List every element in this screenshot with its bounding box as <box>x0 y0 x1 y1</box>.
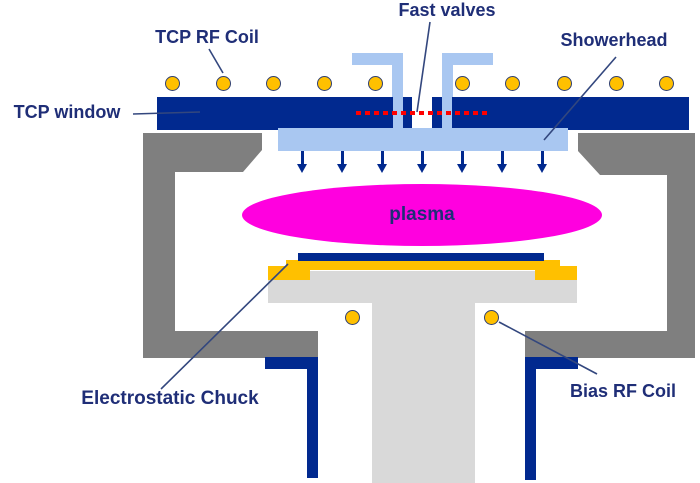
plasma-label: plasma <box>389 204 455 225</box>
tcp-window-right <box>452 97 689 130</box>
showerhead-plate <box>278 128 568 151</box>
bias-rf-coil-label: Bias RF Coil <box>569 381 677 401</box>
wafer-bar <box>298 253 544 261</box>
tcp-window-label: TCP window <box>13 102 121 122</box>
fast-valves-pointer-line <box>416 21 431 113</box>
fast-valve-pipe-right-vertical <box>442 53 453 130</box>
chamber-wall-right <box>525 133 695 358</box>
tcp-coil-turn-icon <box>659 76 674 91</box>
fast-valve-pipe-left-vertical <box>392 53 403 130</box>
fast-valves-label: Fast valves <box>398 0 496 20</box>
tcp-window-left <box>157 97 393 130</box>
gas-flow-arrow-icon <box>497 149 508 173</box>
bias-bracket-right-bar <box>525 357 536 480</box>
pedestal-stem <box>372 303 475 483</box>
gas-flow-arrow-icon <box>297 149 308 173</box>
fast-valve-pipe-left-horizontal <box>352 53 403 65</box>
valve-gas-dotted-line <box>356 111 491 115</box>
tcp-coil-turn-icon <box>557 76 572 91</box>
bias-coil-turn-icon <box>484 310 499 325</box>
tcp-coil-turn-icon <box>505 76 520 91</box>
bias-bracket-left-stub <box>265 357 318 369</box>
electrostatic-chuck-label: Electrostatic Chuck <box>81 388 259 409</box>
gas-flow-arrow-icon <box>457 149 468 173</box>
gas-flow-arrow-icon <box>417 149 428 173</box>
tcp-rf-coil-label: TCP RF Coil <box>155 27 259 47</box>
tcp-coil-turn-icon <box>165 76 180 91</box>
gas-flow-arrow-icon <box>377 149 388 173</box>
tcp-coil-turn-icon <box>317 76 332 91</box>
gas-flow-arrow-icon <box>337 149 348 173</box>
showerhead-pointer-line <box>543 56 617 141</box>
gas-flow-arrow-icon <box>537 149 548 173</box>
plasma-region: plasma <box>242 184 602 246</box>
bias-coil-turn-icon <box>345 310 360 325</box>
tcp-coil-turn-icon <box>455 76 470 91</box>
bias-bracket-left-bar <box>307 357 318 478</box>
fast-valve-pipe-right-horizontal <box>442 53 493 65</box>
showerhead-label: Showerhead <box>560 30 668 50</box>
tcp-coil-turn-icon <box>609 76 624 91</box>
bias-rf-coil-pointer-line <box>498 321 598 375</box>
tcp-rf-coil-pointer-line <box>208 48 224 74</box>
chamber-wall-left <box>143 133 318 358</box>
electrostatic-chuck-pointer-line <box>160 263 289 390</box>
bias-bracket-right-stub <box>525 357 578 369</box>
tcp-coil-turn-icon <box>266 76 281 91</box>
tcp-coil-turn-icon <box>216 76 231 91</box>
chuck-top-plate <box>286 260 560 270</box>
tcp-window-pointer-line <box>132 111 201 115</box>
pedestal-slab <box>268 271 577 303</box>
tcp-coil-turn-icon <box>368 76 383 91</box>
